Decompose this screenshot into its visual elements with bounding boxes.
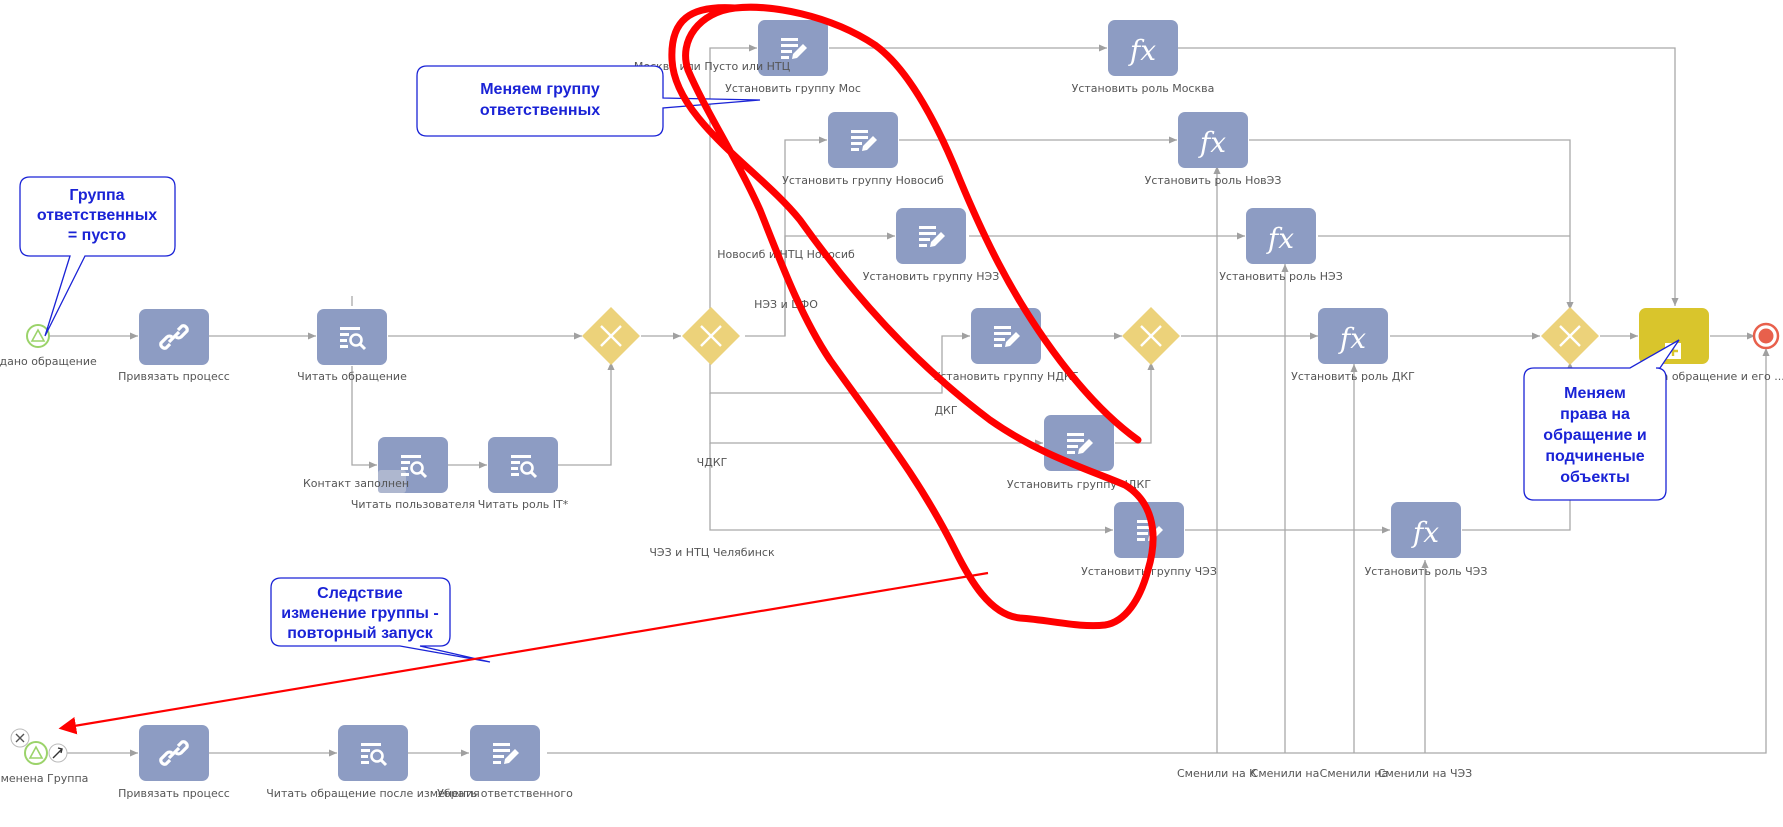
function-icon: fx (1338, 322, 1366, 355)
callout-line: = пусто (68, 227, 126, 244)
gateway-exclusive[interactable] (582, 307, 640, 365)
flow-line (557, 362, 615, 466)
x-icon (700, 325, 722, 347)
start-created-line: Создано обращение (0, 355, 97, 368)
flow-label-changed-2: Сменили на (1251, 767, 1320, 780)
svg-text:Установить роль Москва: Установить роль Москва (1072, 82, 1215, 95)
svg-text:Установить группу Мос: Установить группу Мос (725, 82, 861, 95)
triangle-icon (28, 745, 44, 759)
flow-label-nez-cfo: НЭЗ и ЦФО (754, 298, 818, 311)
end-event[interactable] (1752, 322, 1780, 350)
flow-label-chdkg: ЧДКГ (697, 456, 728, 469)
task-set-role-chez[interactable]: fx Установить роль ЧЭЗ (1365, 502, 1488, 578)
close-icon[interactable] (10, 728, 30, 748)
svg-text:Установить роль НЭЗ: Установить роль НЭЗ (1219, 270, 1343, 283)
triangle-icon (30, 328, 46, 342)
task-set-group-ndkg[interactable]: Установить группу НДКГ (934, 308, 1079, 383)
svg-text:Установить роль НовЭЗ: Установить роль НовЭЗ (1145, 174, 1282, 187)
task-bind-process[interactable]: Привязать процесс (118, 309, 230, 383)
task-read-role-it[interactable]: Читать роль IT* (478, 437, 569, 511)
task-set-group-chdkg[interactable]: Установить группу ЧДКГ (1007, 415, 1151, 491)
flow-line (709, 44, 757, 310)
start-event-changed[interactable]: изменена Группа (0, 728, 88, 785)
task-set-group-mos[interactable]: Установить группу Мос (725, 20, 861, 95)
flow-label-changed-3: Сменили на (1320, 767, 1389, 780)
task-read-after-change[interactable]: Читать обращение после изменения (266, 725, 480, 800)
start-event-created[interactable]: Создано обращение (0, 324, 97, 368)
task-set-role-novez[interactable]: fx Установить роль НовЭЗ (1145, 112, 1282, 187)
gateway-exclusive[interactable] (1541, 307, 1599, 365)
task-set-role-dkg[interactable]: fx Установить роль ДКГ (1291, 308, 1415, 383)
callout-line: изменение группы - (281, 605, 438, 622)
x-icon (600, 325, 622, 347)
callout-line: обращение и (1543, 427, 1646, 444)
callout-line: права на (1560, 406, 1630, 423)
x-icon (1559, 325, 1581, 347)
sequence-flows (43, 44, 1770, 757)
function-icon: fx (1198, 126, 1226, 159)
svg-text:Убрать ответственного: Убрать ответственного (437, 787, 573, 800)
svg-text:Установить группу Новосиб: Установить группу Новосиб (782, 174, 944, 187)
callout-line: ответственных (37, 207, 157, 224)
task-read-user[interactable]: Читать пользователя (351, 437, 475, 511)
task-bind-process-2[interactable]: Привязать процесс (118, 725, 230, 800)
flow-line (351, 366, 377, 469)
gateway-exclusive-main[interactable] (682, 307, 740, 365)
callout-line: повторный запуск (287, 625, 434, 642)
flow-line (1177, 47, 1679, 306)
svg-text:Установить группу НЭЗ: Установить группу НЭЗ (863, 270, 1000, 283)
flow-line (709, 443, 1113, 534)
callout-group-empty: Группа ответственных = пусто (19, 176, 176, 337)
connect-arrow-icon[interactable] (48, 743, 68, 763)
svg-text:Привязать процесс: Привязать процесс (118, 370, 230, 383)
function-icon: fx (1128, 34, 1156, 67)
task-set-role-moscow[interactable]: fx Установить роль Москва (1072, 20, 1215, 95)
x-icon (1140, 325, 1162, 347)
svg-text:Установить роль ЧЭЗ: Установить роль ЧЭЗ (1365, 565, 1488, 578)
svg-text:Читать пользователя: Читать пользователя (351, 498, 475, 511)
function-icon: fx (1411, 516, 1439, 549)
flow-line (547, 348, 1770, 754)
svg-text:Читать обращение после изменен: Читать обращение после изменения (266, 787, 479, 800)
svg-text:Читать роль IT*: Читать роль IT* (478, 498, 569, 511)
callout-line: ответственных (480, 102, 600, 119)
task-read-request[interactable]: Читать обращение (297, 309, 407, 383)
callout-line: Меняем группу (480, 81, 600, 98)
flow-line (709, 332, 970, 394)
flow-label-changed-1: Сменили на К (1177, 767, 1257, 780)
flow-line (784, 232, 895, 336)
task-read-user-label: Читать пользователя (351, 498, 475, 511)
red-arrow-line (58, 571, 989, 735)
start-event-label: изменена Группа (0, 772, 88, 785)
function-icon: fx (1266, 222, 1294, 255)
svg-text:Привязать процесс: Привязать процесс (118, 787, 230, 800)
callout-line: Меняем (1564, 385, 1626, 402)
flow-line (1115, 362, 1155, 444)
callout-change-group: Меняем группу ответственных (416, 65, 761, 137)
svg-text:Читать обращение: Читать обращение (297, 370, 407, 383)
task-remove-responsible[interactable]: Убрать ответственного (437, 725, 573, 800)
flow-label-changed-4: Сменили на ЧЭЗ (1378, 767, 1472, 780)
svg-text:Установить роль ДКГ: Установить роль ДКГ (1291, 370, 1415, 383)
red-freehand-loop (668, 3, 1157, 630)
flow-label-novosib: Новосиб и НТЦ Новосиб (717, 248, 855, 261)
callout-line: объекты (1560, 469, 1630, 486)
svg-text:Установить группу НДКГ: Установить группу НДКГ (934, 370, 1079, 383)
gateway-exclusive[interactable] (1122, 307, 1180, 365)
flow-line (1249, 139, 1574, 310)
callout-line: Группа (69, 187, 124, 204)
callout-line: Следствие (317, 585, 403, 602)
task-set-group-nez[interactable]: Установить группу НЭЗ (863, 208, 1000, 283)
start-event-label: Создано обращение (0, 355, 97, 368)
flow-label-contact: Контакт заполнен (303, 477, 409, 490)
callout-change-rights: Меняем права на обращение и подчиненые о… (1523, 339, 1680, 501)
callout-line: подчиненые (1545, 448, 1644, 465)
callout-consequence: Следствие изменение группы - повторный з… (270, 577, 491, 663)
flow-label-dkg: ДКГ (934, 404, 957, 417)
task-set-group-novosib[interactable]: Установить группу Новосиб (782, 112, 944, 187)
flow-label-chez: ЧЭЗ и НТЦ Челябинск (649, 546, 775, 559)
task-set-role-nez[interactable]: fx Установить роль НЭЗ (1219, 208, 1343, 283)
